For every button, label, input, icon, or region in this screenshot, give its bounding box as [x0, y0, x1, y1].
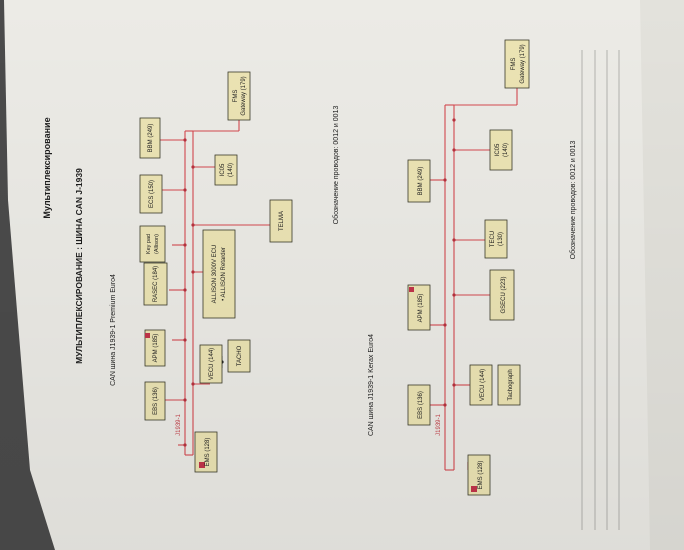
bottom-tecu-id-label: (130): [498, 232, 504, 246]
top-rasec-label: RASEC (184): [153, 266, 159, 302]
top-apm-box: [144, 329, 166, 367]
top-diagram: CAN шина J1939-1 Premium Euro4: [110, 71, 340, 473]
top-tacho-label: TACHO: [237, 345, 243, 366]
paper-sheet: [4, 0, 684, 550]
top-ic05-box: [214, 154, 238, 186]
bottom-wire-note: Обозначение проводов: 0012 и 0013: [569, 141, 577, 260]
bottom-apm-box: [407, 284, 431, 331]
bottom-fms-sub-label: Gateway (179): [520, 44, 526, 83]
bottom-tecu-label: TECU: [490, 231, 496, 247]
bottom-fms-label: FMS: [511, 58, 517, 71]
top-allison-box: [202, 229, 236, 319]
bottom-ems-terminator: [471, 486, 477, 492]
bottom-ic05-label: IC05: [495, 143, 501, 156]
top-allison-retarder-label: • ALLISON Retarder: [221, 247, 227, 301]
bottom-diagram-caption: CAN шина J1939-1 Kerax Euro4: [368, 334, 375, 436]
bottom-vecu-box: [469, 364, 493, 406]
top-fms-box: [227, 71, 251, 121]
top-ebs-label: EBS (136): [153, 387, 159, 415]
top-keypad-sub-label: (Allison): [154, 234, 160, 254]
top-telma-box: [269, 199, 293, 243]
top-keypad-label: Key pad: [146, 234, 152, 254]
top-ecs-label: ECS (150): [149, 180, 155, 208]
top-keypad-box: [139, 225, 166, 263]
bottom-diagram: CAN шина J1939-1 Kerax Euro4 J1939-1: [368, 39, 577, 496]
top-telma-label: TELMA: [279, 211, 285, 231]
bottom-tachograph-label: Tachograph: [508, 369, 514, 400]
top-allison-label: ALLISON 3000V ECU: [212, 245, 218, 304]
top-ebs-box: [144, 381, 166, 421]
bottom-ebs-box: [407, 384, 431, 426]
section-title: МУЛЬТИПЛЕКСИРОВАНИЕ : ШИНА CAN J-1939: [74, 168, 84, 364]
top-apm-terminator: [145, 333, 150, 338]
top-ic05-id-label: (140): [228, 163, 234, 177]
top-bbm-label: BBM (249): [148, 124, 154, 153]
bottom-ebs-label: EBS (136): [418, 391, 424, 419]
top-diagram-caption: CAN шина J1939-1 Premium Euro4: [110, 274, 117, 386]
top-ems-label: EMS (128): [205, 438, 211, 467]
page-header: Мультиплексирование: [42, 117, 52, 218]
bottom-tecu-box: [484, 219, 508, 259]
top-fms-label: FMS: [233, 90, 239, 103]
top-ic05-label: IC05: [220, 163, 226, 176]
bottom-gsecu-box: [489, 269, 515, 321]
top-bus-label: J1939-1: [176, 413, 182, 435]
top-wire-note: Обозначение проводов: 0012 и 0013: [332, 106, 340, 225]
top-ecs-box: [139, 174, 163, 214]
top-bbm-box: [139, 117, 161, 159]
top-fms-sub-label: Gateway (179): [241, 76, 247, 115]
bottom-ic05-id-label: (140): [503, 143, 509, 157]
note-lines: [581, 50, 620, 530]
top-vecu-label: VECU (144): [209, 348, 215, 380]
bottom-can-bus: [430, 85, 518, 471]
top-ems-terminator: [199, 462, 205, 468]
bottom-ems-label: EMS (128): [478, 461, 484, 490]
bottom-vecu-label: VECU (144): [480, 369, 486, 401]
bottom-bbm-box: [407, 159, 431, 203]
bottom-gsecu-label: GSECU (223): [501, 276, 507, 313]
bottom-ic05-box: [489, 129, 513, 171]
bottom-bbm-label: BBM (249): [418, 167, 424, 196]
top-tacho-box: [227, 339, 251, 373]
bottom-apm-label: APM (185): [418, 294, 424, 323]
top-apm-label: APM (185): [153, 334, 159, 363]
top-vecu-box: [199, 344, 223, 384]
bottom-tachograph-box: [497, 364, 521, 406]
bottom-bus-label: J1939-1: [436, 413, 442, 435]
top-rasec-box: [143, 262, 168, 306]
bottom-fms-box: [504, 39, 530, 89]
bottom-ems-box: [467, 454, 491, 496]
bottom-apm-terminator: [409, 287, 414, 292]
